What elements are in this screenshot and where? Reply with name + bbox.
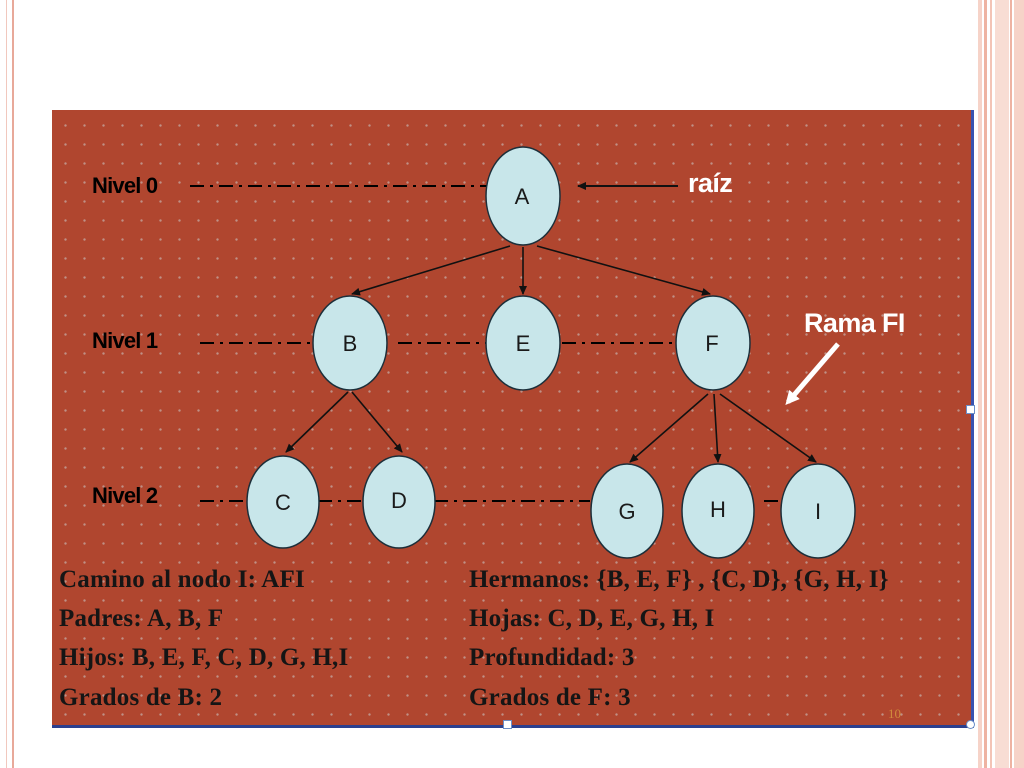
resize-handle-bottom[interactable] bbox=[503, 720, 512, 729]
level-1-label: Nivel 1 bbox=[92, 328, 158, 353]
info-children: Hijos: B, E, F, C, D, G, H,I bbox=[59, 644, 349, 671]
node-c-label: C bbox=[275, 490, 291, 515]
node-f-label: F bbox=[705, 331, 718, 356]
edge-b-d bbox=[351, 391, 403, 453]
info-path: Camino al nodo I: AFI bbox=[59, 566, 305, 593]
branch-annotation: Rama FI bbox=[804, 308, 905, 338]
node-f bbox=[675, 295, 751, 391]
resize-handle-right[interactable] bbox=[966, 405, 975, 414]
info-degree-f: Grados de F: 3 bbox=[469, 684, 631, 711]
node-b bbox=[312, 295, 388, 391]
edge-b-c bbox=[285, 391, 349, 453]
node-i bbox=[780, 463, 856, 559]
page-number: 10 bbox=[888, 706, 901, 721]
node-e bbox=[485, 295, 561, 391]
edge-f-i bbox=[719, 393, 817, 463]
root-annotation: raíz bbox=[688, 168, 733, 198]
info-leaves: Hojas: C, D, E, G, H, I bbox=[469, 605, 715, 632]
node-h bbox=[681, 463, 755, 559]
node-h-label: H bbox=[710, 497, 726, 522]
info-siblings: Hermanos: {B, E, F} , {C, D}, {G, H, I} bbox=[469, 566, 889, 593]
node-d bbox=[362, 455, 436, 549]
node-e-label: E bbox=[516, 331, 531, 356]
resize-handle-corner[interactable] bbox=[966, 720, 975, 729]
branch-pointer-arrow bbox=[785, 342, 840, 406]
node-d-label: D bbox=[391, 488, 407, 513]
tree-diagram-image: A B E F C D G H I Nivel 0 Nivel 1 Nivel … bbox=[52, 110, 974, 728]
info-parents: Padres: A, B, F bbox=[59, 605, 224, 632]
edge-f-g bbox=[629, 393, 709, 463]
node-c bbox=[246, 455, 320, 549]
level-0-label: Nivel 0 bbox=[92, 173, 158, 198]
info-depth: Profundidad: 3 bbox=[469, 644, 635, 671]
info-degree-b: Grados de B: 2 bbox=[59, 684, 223, 711]
node-g bbox=[590, 463, 664, 559]
slide-right-decoration bbox=[978, 0, 1024, 768]
edge-a-b bbox=[351, 245, 511, 296]
tree-diagram: A B E F C D G H I bbox=[190, 146, 856, 559]
edge-f-h bbox=[713, 393, 722, 463]
level-2-label: Nivel 2 bbox=[92, 483, 158, 508]
node-b-label: B bbox=[343, 331, 358, 356]
slide-left-border bbox=[0, 0, 14, 768]
node-g-label: G bbox=[618, 499, 635, 524]
node-a-label: A bbox=[515, 184, 530, 209]
edge-a-f bbox=[536, 245, 711, 296]
node-a bbox=[485, 146, 561, 246]
node-i-label: I bbox=[815, 499, 821, 524]
